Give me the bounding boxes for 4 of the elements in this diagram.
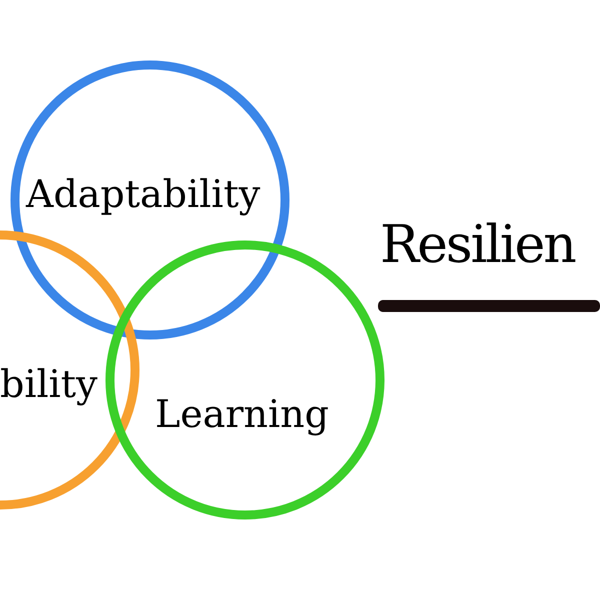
circle-label: bility [0, 362, 98, 406]
circle-label: Adaptability [26, 172, 260, 216]
heading-text: Resilien [380, 215, 575, 275]
circle-label: Learning [155, 392, 329, 436]
